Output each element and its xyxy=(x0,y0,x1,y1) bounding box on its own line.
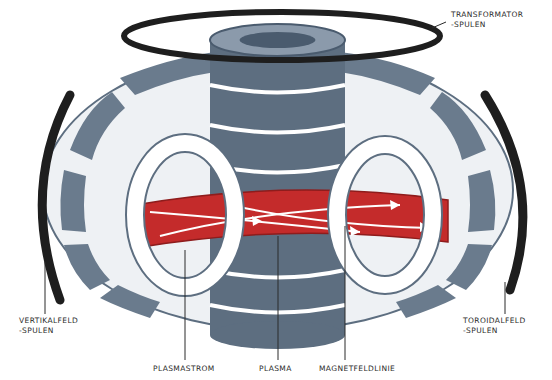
plasma-band xyxy=(135,190,448,248)
part-label: PLASMASTROM xyxy=(152,364,216,374)
part-label: MAGNETFELDLINIE xyxy=(318,364,396,374)
transformer-coil xyxy=(124,12,440,60)
part-label: VERTIKALFELD -SPULEN xyxy=(18,316,79,336)
part-label: TOROIDALFELD -SPULEN xyxy=(462,316,527,336)
part-label: TRANSFORMATOR -SPULEN xyxy=(450,10,524,30)
toroidal-field-coil xyxy=(337,145,433,285)
vertical-field-coil xyxy=(485,95,523,290)
vertical-field-coil xyxy=(42,95,70,300)
part-label: PLASMA xyxy=(258,364,293,374)
field-lines xyxy=(150,205,430,236)
leader-lines xyxy=(45,22,505,360)
